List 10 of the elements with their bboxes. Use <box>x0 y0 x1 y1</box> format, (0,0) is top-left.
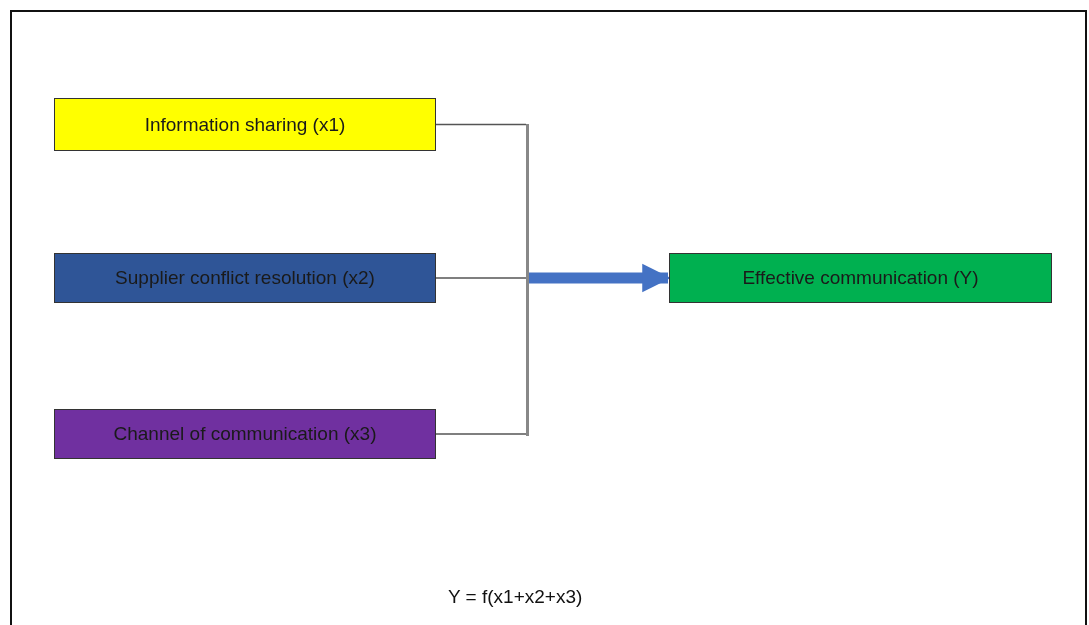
outcome-box: Effective communication (Y) <box>669 253 1052 303</box>
connector-line <box>435 433 527 435</box>
factor-box: Channel of communication (x3) <box>54 409 436 459</box>
formula-text: Y = f(x1+x2+x3) <box>448 586 583 608</box>
connector-line <box>435 123 527 126</box>
factor-box: Information sharing (x1) <box>54 98 436 151</box>
connector-line <box>435 277 527 279</box>
arrow <box>529 263 671 293</box>
bracket-bar <box>526 124 529 436</box>
factor-box: Supplier conflict resolution (x2) <box>54 253 436 303</box>
